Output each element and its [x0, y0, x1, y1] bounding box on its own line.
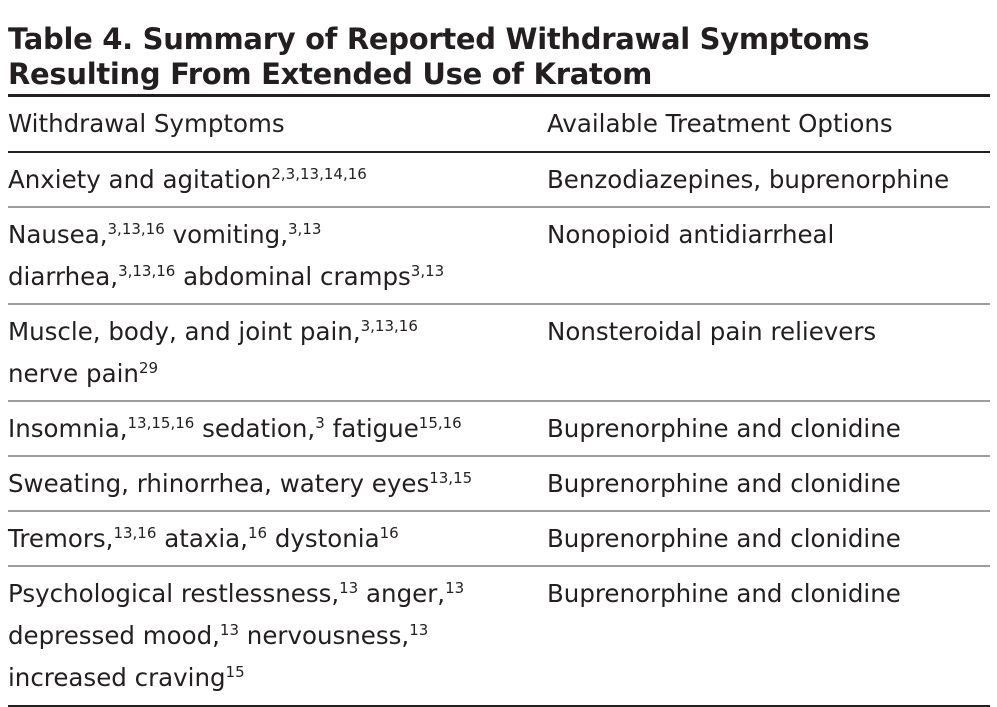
symptom-text: sedation, [194, 414, 316, 443]
header-symptoms: Withdrawal Symptoms [8, 97, 547, 153]
symptom-text: Psychological restlessness, [8, 579, 340, 608]
reference-superscript: 3,13 [288, 220, 322, 238]
symptom-line: Muscle, body, and joint pain,3,13,16 [8, 311, 547, 353]
title-line: Resulting From Extended Use of Kratom [8, 57, 653, 91]
symptoms-cell: Insomnia,13,15,16 sedation,3 fatigue15,1… [8, 401, 547, 457]
reference-superscript: 13 [445, 579, 465, 597]
table-container: Table 4. Summary of Reported Withdrawal … [8, 0, 990, 707]
symptom-text: depressed mood, [8, 621, 220, 650]
symptom-line: diarrhea,3,13,16 abdominal cramps3,13 [8, 256, 547, 298]
symptom-text: Anxiety and agitation [8, 165, 272, 194]
reference-superscript: 13 [339, 579, 359, 597]
treatment-cell: Benzodiazepines, buprenorphine [547, 152, 990, 208]
reference-superscript: 3 [315, 414, 325, 432]
symptom-text: ataxia, [156, 524, 248, 553]
symptom-text: nervousness, [239, 621, 410, 650]
symptom-line: increased craving15 [8, 657, 547, 699]
title-line: Table 4. Summary of Reported Withdrawal … [8, 22, 870, 56]
reference-superscript: 2,3,13,14,16 [271, 165, 367, 183]
symptom-text: Sweating, rhinorrhea, watery eyes [8, 469, 430, 498]
treatment-cell: Nonsteroidal pain relievers [547, 304, 990, 402]
symptom-line: Psychological restlessness,13 anger,13 [8, 573, 547, 615]
reference-superscript: 16 [247, 524, 268, 542]
symptom-text: Nausea, [8, 220, 108, 249]
reference-superscript: 3,13,16 [107, 220, 165, 238]
reference-superscript: 3,13 [410, 262, 445, 280]
symptom-text: Insomnia, [8, 414, 128, 443]
symptom-text: Muscle, body, and joint pain, [8, 317, 361, 346]
symptom-line: Sweating, rhinorrhea, watery eyes13,15 [8, 463, 547, 505]
reference-superscript: 29 [138, 359, 159, 377]
symptom-text: anger, [358, 579, 446, 608]
reference-superscript: 15 [225, 663, 245, 681]
treatment-cell: Buprenorphine and clonidine [547, 566, 990, 707]
symptom-line: Insomnia,13,15,16 sedation,3 fatigue15,1… [8, 408, 547, 450]
header-row: Withdrawal Symptoms Available Treatment … [8, 97, 990, 153]
reference-superscript: 13 [219, 621, 240, 639]
table-title: Table 4. Summary of Reported Withdrawal … [8, 0, 990, 92]
reference-superscript: 13,15 [429, 469, 473, 487]
reference-superscript: 13,16 [113, 524, 157, 542]
reference-superscript: 13 [409, 621, 429, 639]
symptom-text: increased craving [8, 663, 226, 692]
reference-superscript: 16 [379, 524, 399, 542]
treatment-cell: Buprenorphine and clonidine [547, 511, 990, 567]
symptom-text: nerve pain [8, 359, 139, 388]
symptoms-cell: Sweating, rhinorrhea, watery eyes13,15 [8, 456, 547, 512]
table-row: Insomnia,13,15,16 sedation,3 fatigue15,1… [8, 401, 990, 457]
reference-superscript: 13,15,16 [127, 414, 195, 432]
symptom-text: diarrhea, [8, 262, 119, 291]
symptom-text: dystonia [267, 524, 380, 553]
symptom-text: fatigue [324, 414, 419, 443]
reference-superscript: 3,13,16 [118, 262, 176, 280]
title-rule [8, 94, 990, 97]
symptom-text: Tremors, [8, 524, 114, 553]
reference-superscript: 15,16 [418, 414, 462, 432]
symptom-text: abdominal cramps [175, 262, 411, 291]
symptom-line: Nausea,3,13,16 vomiting,3,13 [8, 214, 547, 256]
reference-superscript: 3,13,16 [360, 317, 418, 335]
treatment-cell: Buprenorphine and clonidine [547, 456, 990, 512]
symptom-line: Anxiety and agitation2,3,13,14,16 [8, 159, 547, 201]
header-treatment: Available Treatment Options [547, 97, 990, 153]
symptom-line: nerve pain29 [8, 353, 547, 395]
symptom-line: depressed mood,13 nervousness,13 [8, 615, 547, 657]
symptoms-cell: Anxiety and agitation2,3,13,14,16 [8, 152, 547, 208]
treatment-cell: Nonopioid antidiarrheal [547, 207, 990, 305]
treatment-cell: Buprenorphine and clonidine [547, 401, 990, 457]
symptom-text: vomiting, [164, 220, 289, 249]
symptoms-table: Withdrawal Symptoms Available Treatment … [8, 97, 990, 707]
symptom-line: Tremors,13,16 ataxia,16 dystonia16 [8, 518, 547, 560]
symptoms-cell: Tremors,13,16 ataxia,16 dystonia16 [8, 511, 547, 567]
